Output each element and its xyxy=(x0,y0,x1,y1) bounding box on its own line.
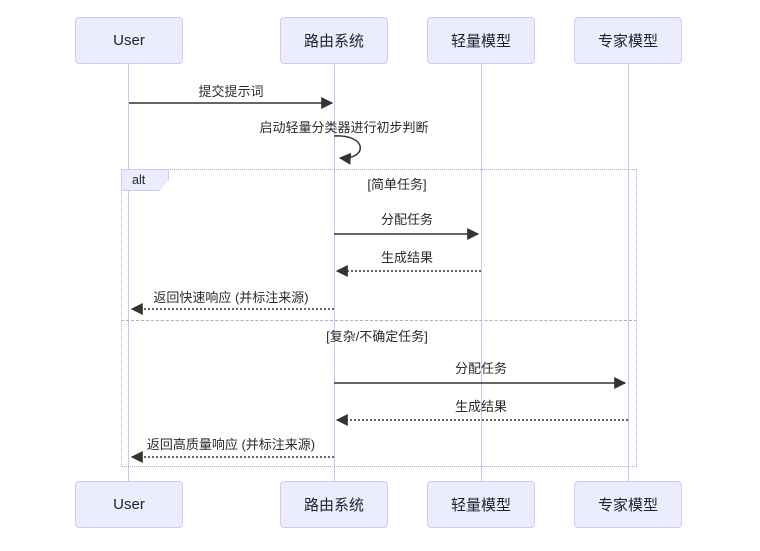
lifeline-router xyxy=(334,64,335,481)
message-label-self-classify: 启动轻量分类器进行初步判断 xyxy=(259,120,429,135)
lifeline-user xyxy=(128,64,129,481)
message-label-assign-expert: 分配任务 xyxy=(454,361,508,376)
actor-user-bottom: User xyxy=(75,481,183,528)
lifeline-light-model xyxy=(481,64,482,481)
message-label-quality-response: 返回高质量响应 (并标注来源) xyxy=(146,437,316,452)
arrow-self-classify xyxy=(333,135,361,165)
actor-user-top: User xyxy=(75,17,183,64)
message-label-submit-prompt: 提交提示词 xyxy=(198,84,264,99)
actor-light-model-top: 轻量模型 xyxy=(427,17,535,64)
alt-keyword-badge: alt xyxy=(121,169,169,191)
actor-expert-model-top: 专家模型 xyxy=(574,17,682,64)
alt-condition-complex: [复杂/不确定任务] xyxy=(326,329,428,344)
message-label-fast-response: 返回快速响应 (并标注来源) xyxy=(153,290,309,305)
lifeline-expert-model xyxy=(628,64,629,481)
alt-fragment-frame xyxy=(121,169,637,467)
actor-router-bottom: 路由系统 xyxy=(280,481,388,528)
actor-router-top: 路由系统 xyxy=(280,17,388,64)
actor-expert-model-bottom: 专家模型 xyxy=(574,481,682,528)
alt-condition-simple: [简单任务] xyxy=(367,177,427,192)
message-label-result-light: 生成结果 xyxy=(380,250,434,265)
alt-branch-divider xyxy=(121,320,637,321)
actor-light-model-bottom: 轻量模型 xyxy=(427,481,535,528)
message-label-result-expert: 生成结果 xyxy=(454,399,508,414)
message-label-assign-light: 分配任务 xyxy=(380,212,434,227)
